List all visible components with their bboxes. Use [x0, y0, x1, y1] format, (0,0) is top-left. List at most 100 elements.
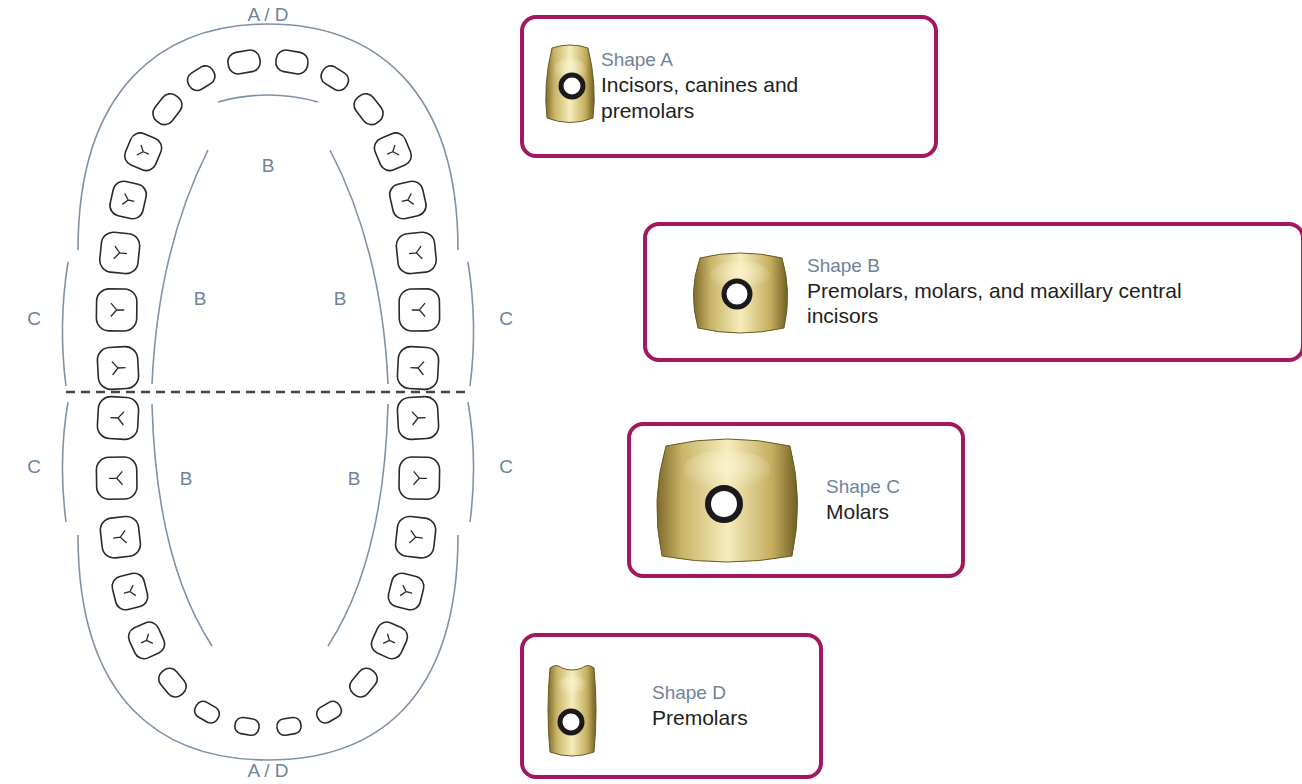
shape-card: Shape DPremolars [520, 633, 823, 779]
tooth-outline [125, 619, 167, 662]
tooth-outline [97, 396, 140, 440]
tooth-outline [155, 665, 190, 701]
tooth-fissure [400, 585, 413, 598]
tooth-fissure [408, 246, 422, 260]
region-arcs [62, 24, 473, 760]
shape-name: Shape B [807, 255, 1187, 278]
tooth-outline [96, 289, 137, 331]
tooth-outline [97, 346, 140, 390]
abutment-shape-d [548, 666, 596, 757]
tooth-outline [234, 716, 260, 736]
midline [66, 391, 470, 394]
tooth [276, 716, 302, 736]
front-arc [78, 535, 458, 760]
region-label: B [180, 469, 193, 488]
tooth-outline [276, 716, 302, 736]
abutment-shape-b [693, 253, 787, 333]
shape-card: Shape BPremolars, molars, and maxillary … [643, 222, 1302, 362]
tooth-fissure [409, 530, 423, 544]
shape-usage: Incisors, canines and premolars [601, 72, 806, 123]
tooth [397, 346, 440, 390]
screw-hole [724, 281, 750, 307]
tooth-row [96, 396, 440, 736]
tooth-outline [368, 619, 410, 662]
region-label: B [262, 156, 275, 175]
screw-hole [560, 711, 582, 733]
tooth [399, 289, 440, 331]
arch-guide [117, 418, 420, 728]
tooth [397, 396, 440, 440]
tooth [108, 179, 148, 221]
tooth-fissure [412, 303, 426, 317]
shape-name: Shape C [826, 476, 900, 499]
tooth-outline [314, 699, 344, 726]
tooth [318, 63, 352, 94]
inner-arc [218, 95, 318, 102]
tooth [234, 716, 260, 736]
card-texts: Shape CMolars [826, 466, 914, 534]
tooth-fissure [112, 530, 126, 544]
tooth-outline [394, 515, 437, 559]
tooth-fissure [137, 145, 151, 159]
card-texts: Shape DPremolars [652, 672, 762, 740]
tooth-outline [350, 90, 387, 129]
tooth [371, 130, 414, 174]
tooth-outline [149, 90, 186, 129]
arch-guide [117, 60, 420, 368]
tooth-outline [99, 515, 142, 559]
tooth-outline [96, 457, 137, 500]
tooth [346, 665, 381, 701]
gold-body [546, 45, 594, 123]
tooth [149, 90, 186, 129]
tooth-fissure [139, 634, 153, 648]
shape-name: Shape D [652, 682, 748, 705]
screw-hole [708, 488, 740, 520]
highlight [558, 675, 586, 695]
abutment-shape-a [546, 45, 594, 123]
tooth [155, 665, 190, 701]
tooth-outline [226, 49, 261, 76]
tooth [395, 231, 437, 275]
card-texts: Shape BPremolars, molars, and maxillary … [807, 245, 1201, 339]
tooth-outline [192, 699, 222, 726]
tooth-fissure [123, 585, 136, 598]
tooth [192, 699, 222, 726]
tooth [97, 346, 140, 390]
tooth-outline [346, 665, 381, 701]
tooth-fissure [383, 634, 397, 648]
tooth-fissure [110, 411, 124, 425]
tooth [226, 49, 261, 76]
region-label: C [27, 309, 41, 328]
gold-body [693, 253, 787, 333]
shape-card: Shape AIncisors, canines and premolars [520, 15, 938, 158]
tooth [350, 90, 387, 129]
tooth [99, 515, 142, 559]
side-arc [62, 402, 68, 522]
tooth-outline [108, 179, 148, 221]
tooth [274, 49, 309, 76]
tooth-fissure [114, 246, 128, 260]
inner-arc [152, 404, 212, 646]
tooth-outline [388, 179, 428, 221]
tooth-outline [274, 49, 309, 76]
tooth-outline [99, 231, 141, 275]
teeth [96, 49, 440, 737]
tooth-outline [397, 396, 440, 440]
tooth-fissure [112, 361, 126, 375]
tooth-fissure [412, 411, 426, 425]
inner-arc [328, 404, 388, 646]
tooth [99, 231, 141, 275]
tooth [96, 289, 137, 331]
tooth [184, 63, 218, 94]
shape-name: Shape A [601, 49, 806, 72]
tooth-fissure [410, 361, 424, 375]
tooth-outline [397, 346, 440, 390]
tooth-fissure [413, 471, 427, 485]
tooth-outline [386, 571, 426, 612]
shape-usage: Premolars, molars, and maxillary central… [807, 278, 1187, 329]
tooth-fissure [122, 194, 135, 207]
card-texts: Shape AIncisors, canines and premolars [601, 39, 820, 133]
tooth-outline [122, 130, 165, 174]
tooth [394, 515, 437, 559]
